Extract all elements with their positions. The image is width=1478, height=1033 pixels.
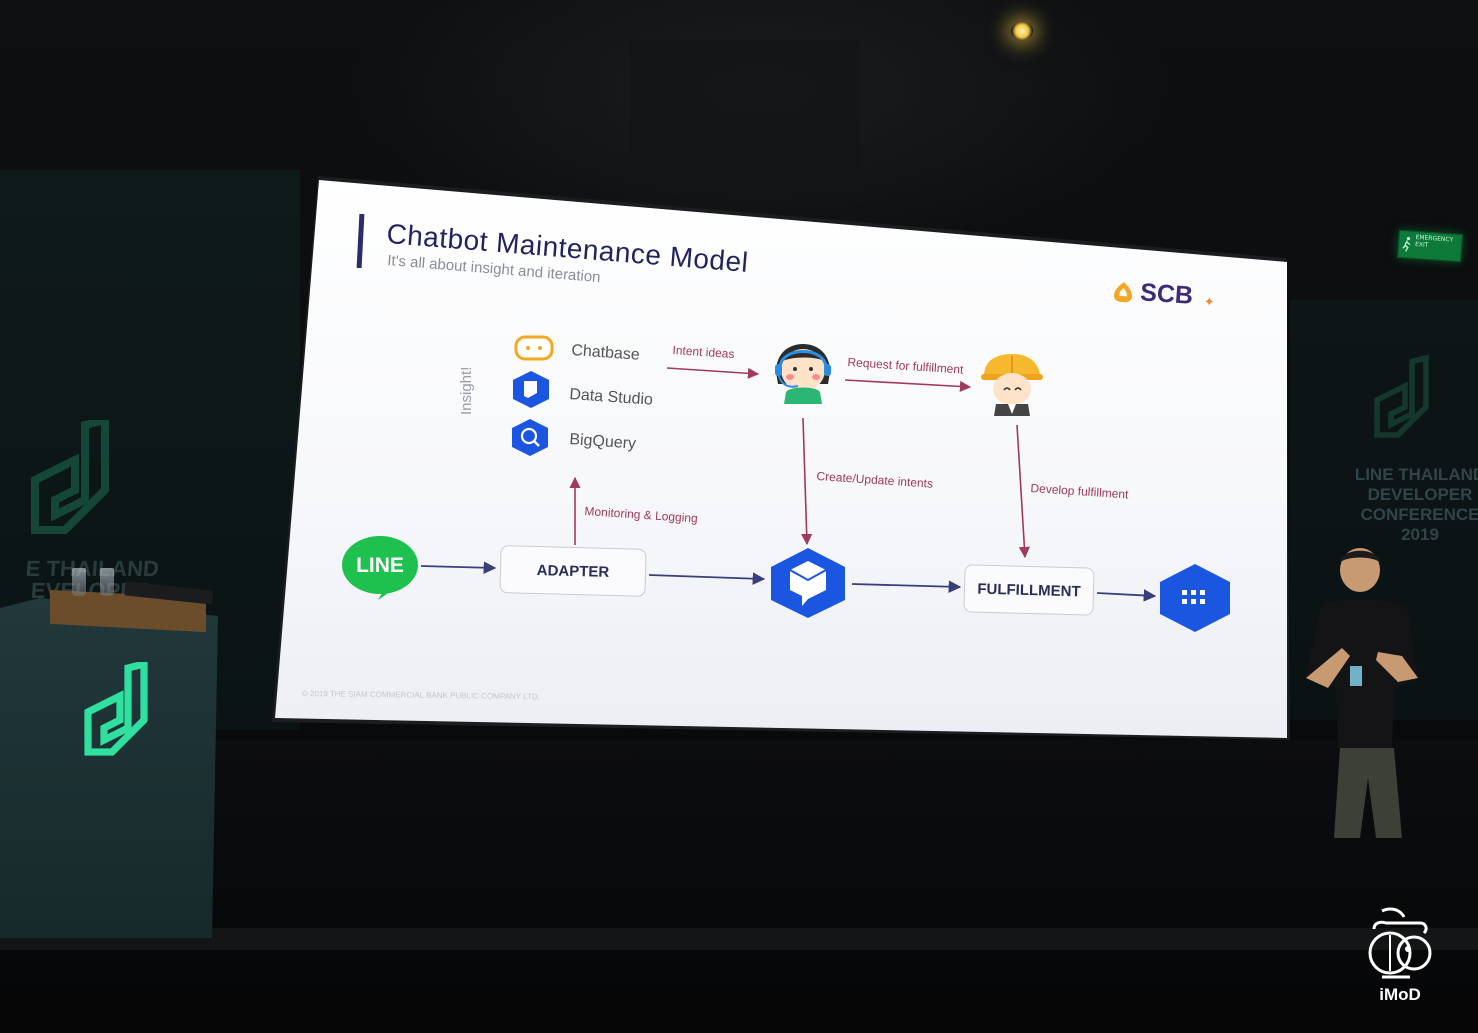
arrow-dialogflow-fulfillment <box>851 580 962 593</box>
water-glass <box>100 568 114 596</box>
presentation-slide <box>275 180 1287 738</box>
running-man-icon <box>1402 236 1411 252</box>
emergency-exit-sign: EMERGENCY EXIT <box>1397 229 1463 263</box>
ceiling-light <box>1011 22 1033 40</box>
conference-logo-icon <box>1374 354 1429 438</box>
line-app-icon: LINE <box>342 536 418 600</box>
imod-watermark-text: iMoD <box>1379 985 1421 1004</box>
speaker-figure <box>1306 548 1418 838</box>
arrow-intent-ideas <box>666 367 760 379</box>
arrow-request-fulfillment <box>844 379 972 393</box>
engineer-icon <box>981 354 1043 416</box>
conference-logo-icon <box>31 420 109 534</box>
cloud-functions-icon <box>1160 564 1230 632</box>
scb-emblem-icon <box>1113 282 1132 303</box>
arrow-fulfillment-functions <box>1096 589 1157 602</box>
dialogflow-icon <box>771 548 845 618</box>
wall-panel <box>630 40 860 200</box>
bigquery-icon <box>512 419 548 456</box>
arrow-line-adapter <box>420 561 497 574</box>
arrow-develop-fulfillment <box>1016 424 1030 559</box>
line-app-text: LINE <box>356 554 404 577</box>
scb-logo: SCB ✦ <box>1109 276 1221 318</box>
banner-right-text: LINE THAILAND DEVELOPER CONFERENCE 2019 <box>1354 465 1478 544</box>
stage-floor <box>0 740 1478 1033</box>
imod-logo-icon <box>1368 907 1432 979</box>
arrow-create-update <box>801 417 813 546</box>
data-studio-icon <box>513 371 549 408</box>
water-glass <box>72 568 86 596</box>
imod-watermark: iMoD <box>1360 905 1440 1015</box>
conference-banner-right: LINE THAILAND DEVELOPER CONFERENCE 2019 <box>1290 300 1478 720</box>
arrow-adapter-dialogflow <box>648 572 766 585</box>
chatbase-icon <box>514 335 554 361</box>
podium <box>0 598 218 938</box>
support-agent-icon <box>775 344 831 404</box>
stage-edge <box>0 928 1478 950</box>
conference-logo-icon <box>84 662 148 756</box>
